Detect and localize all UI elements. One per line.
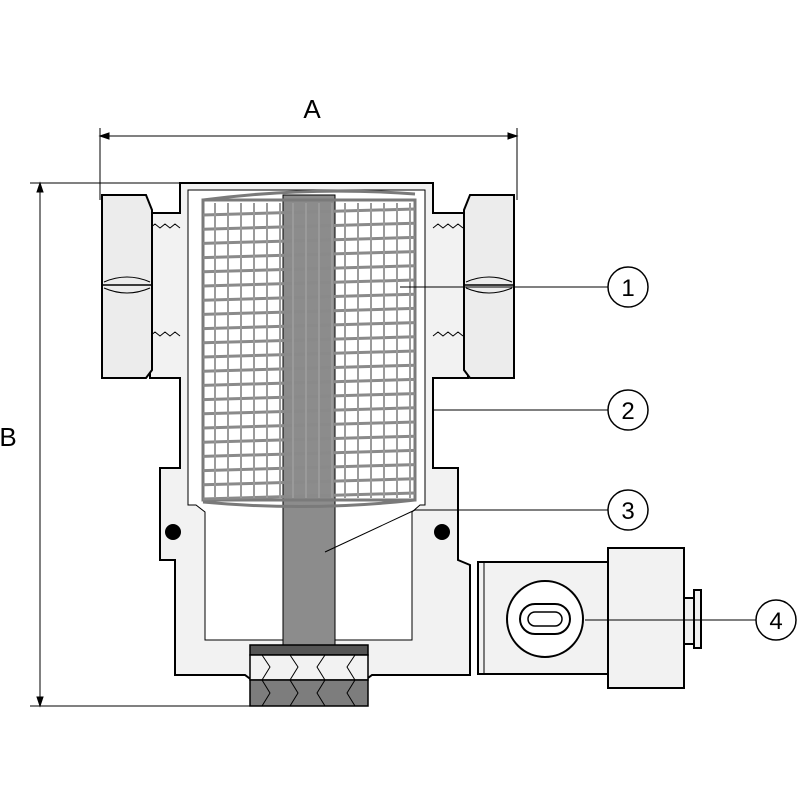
callout-3-number: 3	[621, 498, 634, 525]
mesh-wire-horizontal	[202, 306, 416, 316]
mesh-wire-horizontal	[202, 392, 416, 402]
magnetic-rod	[282, 194, 336, 651]
mesh-wire-horizontal	[202, 321, 416, 331]
mesh-wire-horizontal	[202, 377, 416, 387]
callout-2-number: 2	[621, 398, 634, 425]
mesh-wire-horizontal	[202, 463, 416, 473]
mesh-screen	[201, 189, 417, 509]
dimension-a-label: A	[303, 94, 321, 124]
mesh-wire-horizontal	[202, 420, 416, 430]
callout-3: 3	[607, 489, 649, 531]
sight-glass	[477, 547, 702, 689]
callout-4: 4	[755, 599, 797, 641]
mesh-wire-horizontal	[202, 335, 416, 345]
mesh-wire-horizontal	[202, 349, 416, 359]
dimension-b	[30, 181, 250, 708]
dimension-b-label: B	[0, 422, 17, 452]
mesh-wire-horizontal	[202, 434, 416, 444]
mesh-wire-horizontal	[202, 235, 416, 245]
mesh-wire-horizontal	[202, 207, 416, 217]
mesh-wire-horizontal	[202, 477, 416, 487]
mesh-wire-horizontal	[202, 278, 416, 288]
left-union-nut	[101, 194, 153, 379]
callout-4-number: 4	[769, 608, 782, 635]
mesh-wire-horizontal	[202, 448, 416, 458]
mesh-wire-horizontal	[202, 491, 416, 501]
callout-1: 1	[607, 266, 649, 308]
mesh-wire-horizontal	[202, 363, 416, 373]
drain-plug	[249, 644, 369, 707]
callout-1-number: 1	[621, 275, 634, 302]
callout-leaders	[324, 286, 756, 621]
thread-right	[432, 223, 464, 337]
mesh-wire-horizontal	[202, 264, 416, 274]
mesh-wire-horizontal	[202, 250, 416, 260]
callout-2: 2	[607, 389, 649, 431]
mesh-wire-horizontal	[202, 406, 416, 416]
mesh-wire-horizontal	[202, 221, 416, 231]
thread-left	[149, 223, 181, 337]
o-ring-left	[165, 524, 181, 540]
mesh-wire-horizontal	[202, 292, 416, 302]
dimension-a	[98, 128, 519, 200]
o-ring-right	[434, 524, 450, 540]
